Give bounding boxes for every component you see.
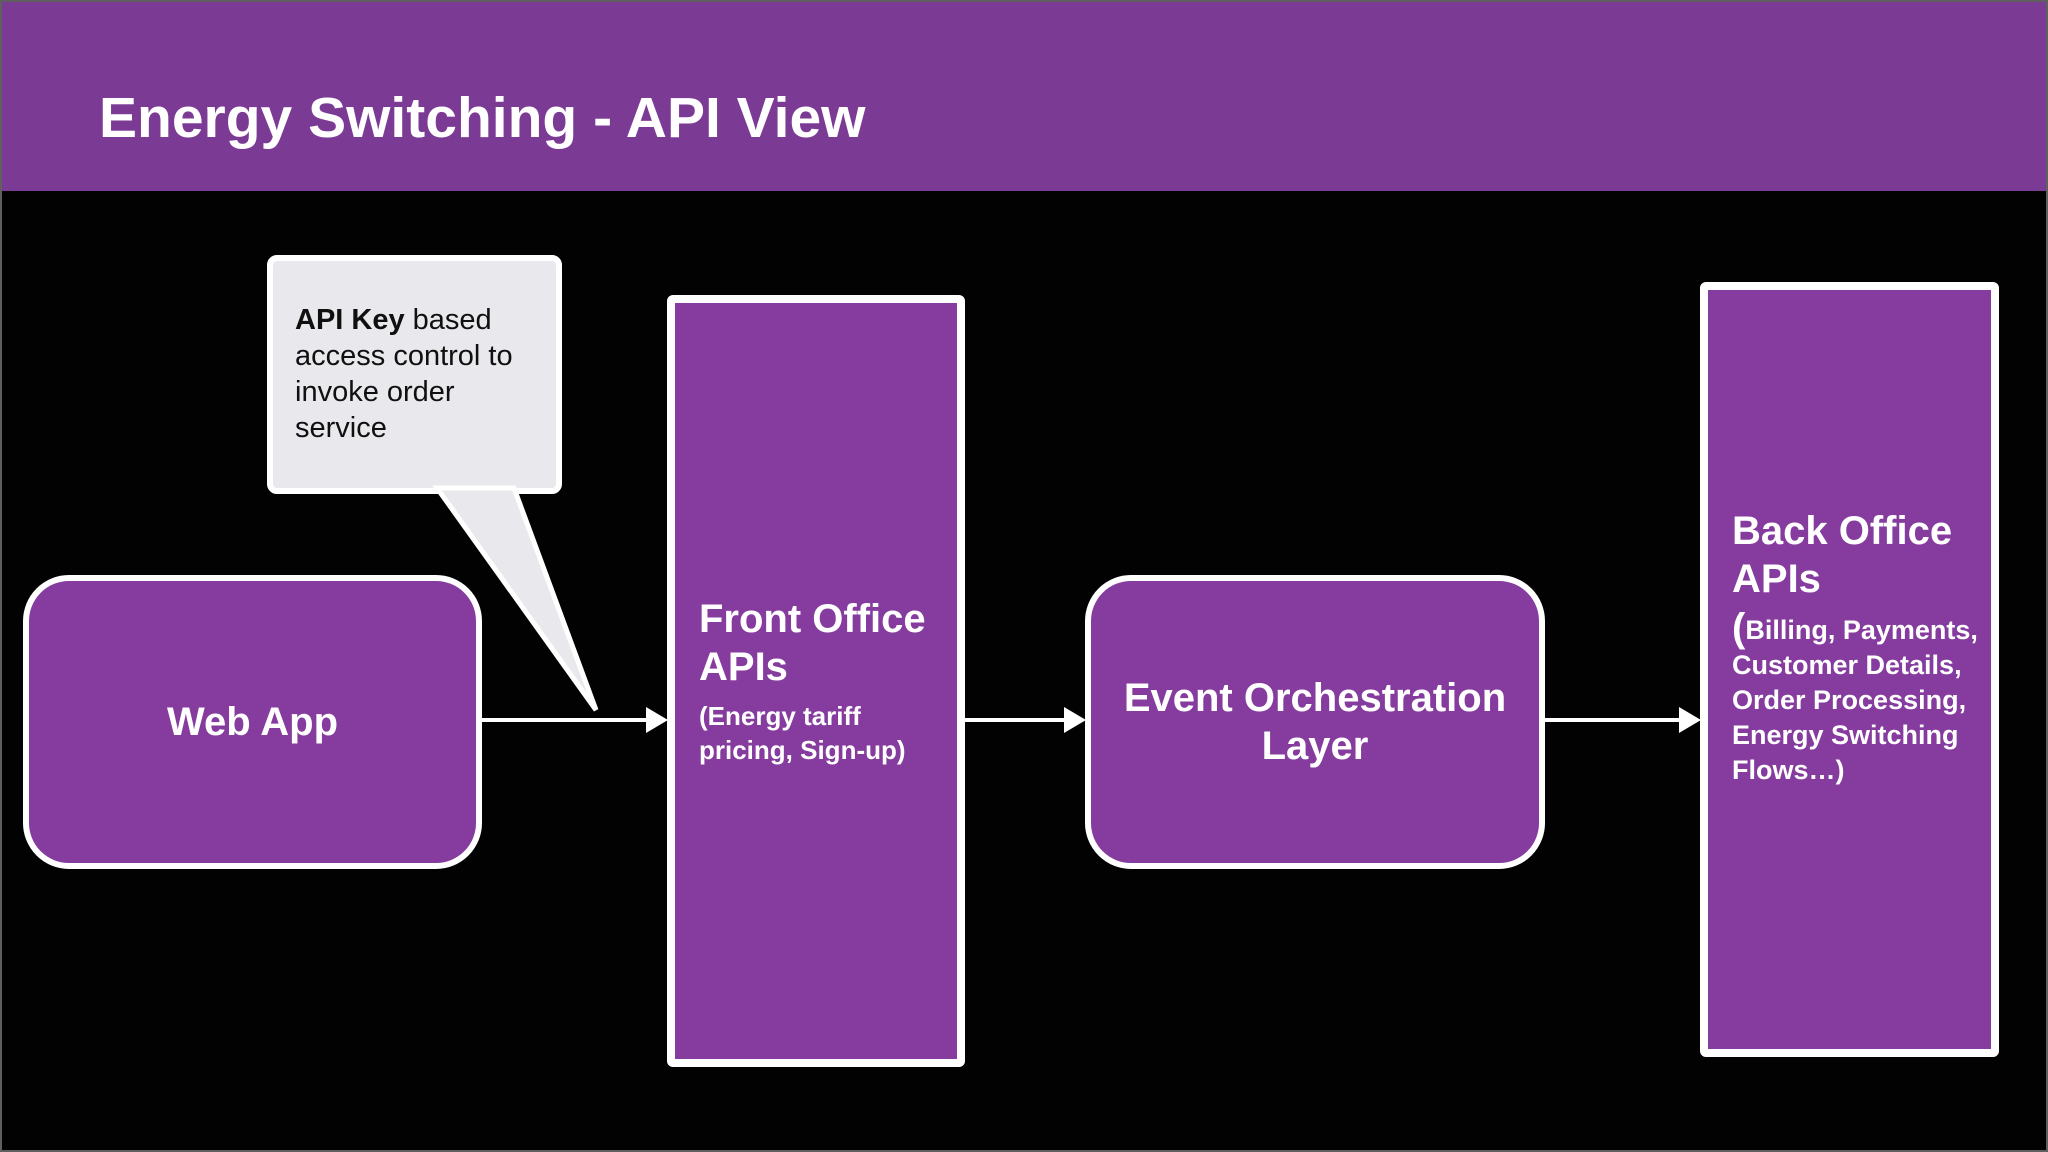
node-web-app-label: Web App xyxy=(166,700,339,744)
arrowhead-icon xyxy=(1679,707,1701,733)
arrowhead-icon xyxy=(646,707,668,733)
node-back-office-text: Back Office APIs (Billing, Payments, Cus… xyxy=(1732,507,1984,788)
callout-text-rest: based access control to invoke order ser… xyxy=(295,304,513,444)
node-back-office-subtitle: (Billing, Payments, Customer Details, Or… xyxy=(1732,608,1984,788)
node-front-office-apis: Front Office APIs (Energy tariff pricing… xyxy=(667,295,965,1067)
node-front-office-subtitle: (Energy tariff pricing, Sign-up) xyxy=(699,701,906,765)
arrowhead-icon xyxy=(1064,707,1086,733)
callout-bubble: API Key based access control to invoke o… xyxy=(267,255,562,494)
node-event-label: Event Orchestration Layer xyxy=(1123,676,1507,768)
node-event-orchestration-layer: Event Orchestration Layer xyxy=(1085,575,1545,869)
arrow-event-to-back-office xyxy=(1543,707,1701,733)
arrow-web-to-front-office xyxy=(480,707,668,733)
node-back-office-title: Back Office APIs xyxy=(1732,509,1953,601)
arrow-front-office-to-event xyxy=(963,707,1086,733)
node-web-app: Web App xyxy=(23,575,482,869)
node-front-office-title: Front Office APIs xyxy=(699,597,926,689)
title-banner: Energy Switching - API View xyxy=(2,2,2046,191)
node-back-office-paren: ( xyxy=(1732,606,1746,650)
page-title: Energy Switching - API View xyxy=(99,86,866,150)
node-back-office-subtitle-text: Billing, Payments, Customer Details, Ord… xyxy=(1732,615,1978,785)
callout-text: API Key based access control to invoke o… xyxy=(273,261,556,446)
node-back-office-apis: Back Office APIs (Billing, Payments, Cus… xyxy=(1700,282,1999,1057)
callout-text-bold: API Key xyxy=(295,304,405,336)
